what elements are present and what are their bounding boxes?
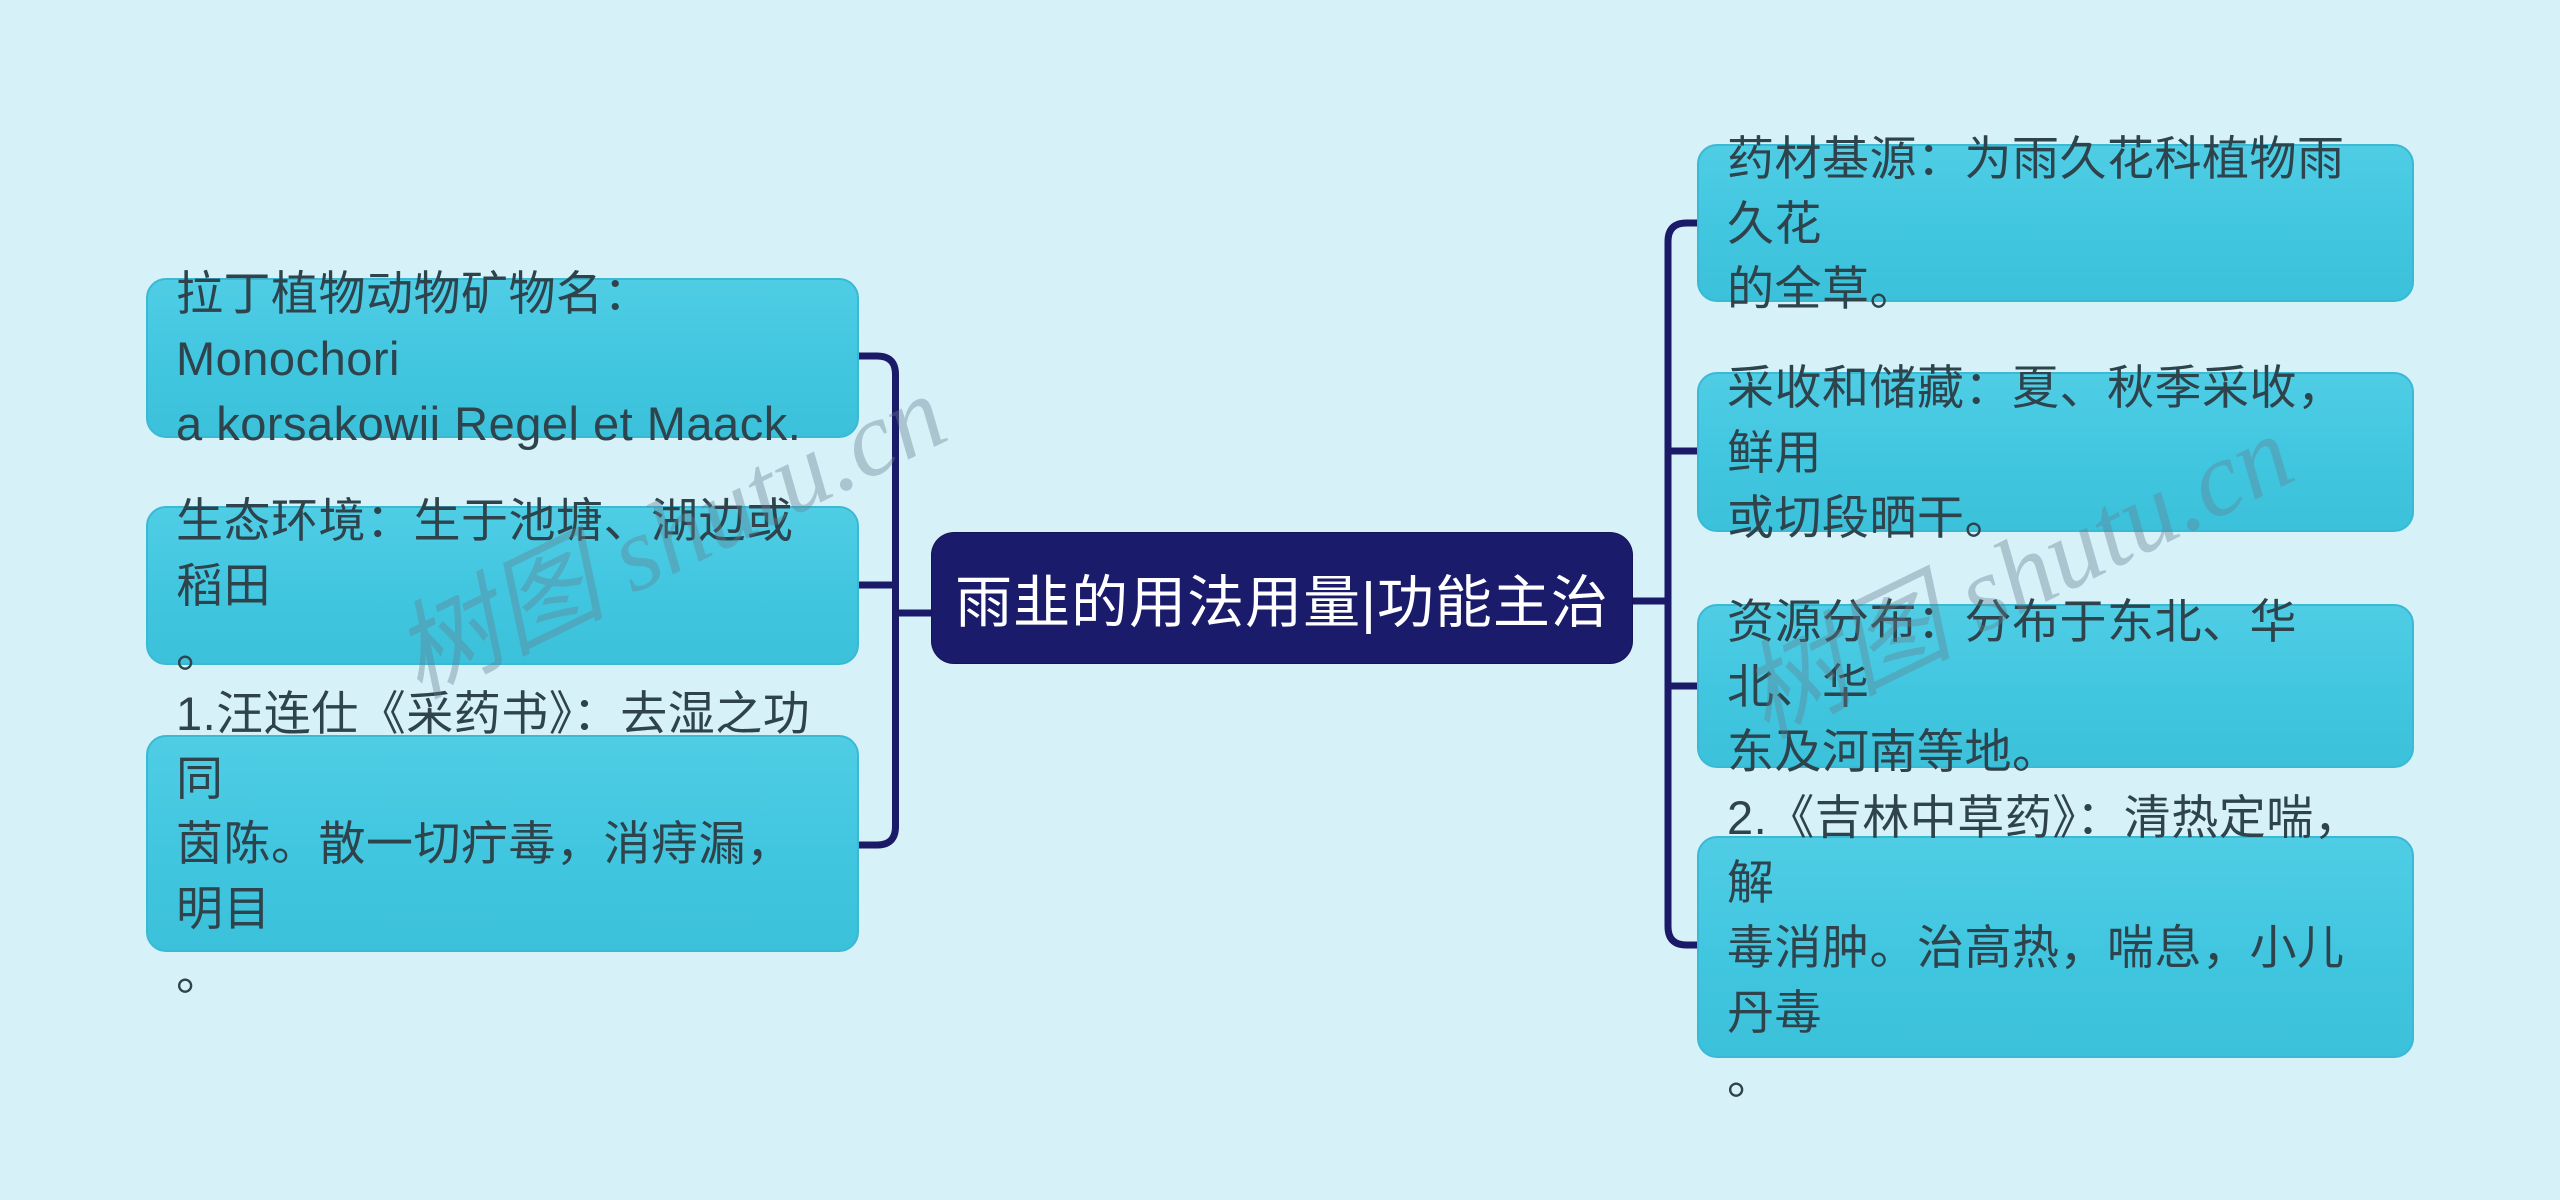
branch-harvest-storage[interactable]: 采收和储藏：夏、秋季采收，鲜用 或切段晒干。	[1697, 361, 2414, 544]
branch-distribution-text: 资源分布：分布于东北、华北、华 东及河南等地。	[1727, 594, 2297, 778]
branch-jilin-herbal-quote-text: 2.《吉林中草药》：清热定喘，解 毒消肿。治高热，喘息，小儿丹毒 。	[1727, 790, 2362, 1104]
branch-material-source[interactable]: 药材基源：为雨久花科植物雨久花 的全草。	[1697, 132, 2414, 315]
branch-caiyaoshu-quote-text: 1.汪连仕《采药书》：去湿之功同 茵陈。散一切疔毒，消痔漏，明目 。	[176, 687, 811, 1000]
branch-latin-name[interactable]: 拉丁植物动物矿物名：Monochori a korsakowii Regel e…	[146, 267, 859, 450]
branch-ecology[interactable]: 生态环境：生于池塘、湖边或稻田 。	[146, 494, 859, 677]
branch-material-source-text: 药材基源：为雨久花科植物雨久花 的全草。	[1727, 131, 2345, 315]
branch-distribution[interactable]: 资源分布：分布于东北、华北、华 东及河南等地。	[1697, 595, 2414, 778]
connector-right-bus	[1664, 219, 1697, 949]
connector-left-bus	[859, 352, 899, 849]
branch-jilin-herbal-quote[interactable]: 2.《吉林中草药》：清热定喘，解 毒消肿。治高热，喘息，小儿丹毒 。	[1697, 791, 2414, 1104]
branch-caiyaoshu-quote[interactable]: 1.汪连仕《采药书》：去湿之功同 茵陈。散一切疔毒，消痔漏，明目 。	[146, 687, 859, 1000]
branch-latin-name-text: 拉丁植物动物矿物名：Monochori a korsakowii Regel e…	[176, 266, 802, 450]
branch-harvest-storage-text: 采收和储藏：夏、秋季采收，鲜用 或切段晒干。	[1727, 360, 2345, 544]
branch-ecology-text: 生态环境：生于池塘、湖边或稻田 。	[176, 494, 794, 677]
central-topic-label: 雨韭的用法用量|功能主治	[955, 571, 1609, 635]
central-topic-node[interactable]: 雨韭的用法用量|功能主治	[932, 533, 1632, 663]
